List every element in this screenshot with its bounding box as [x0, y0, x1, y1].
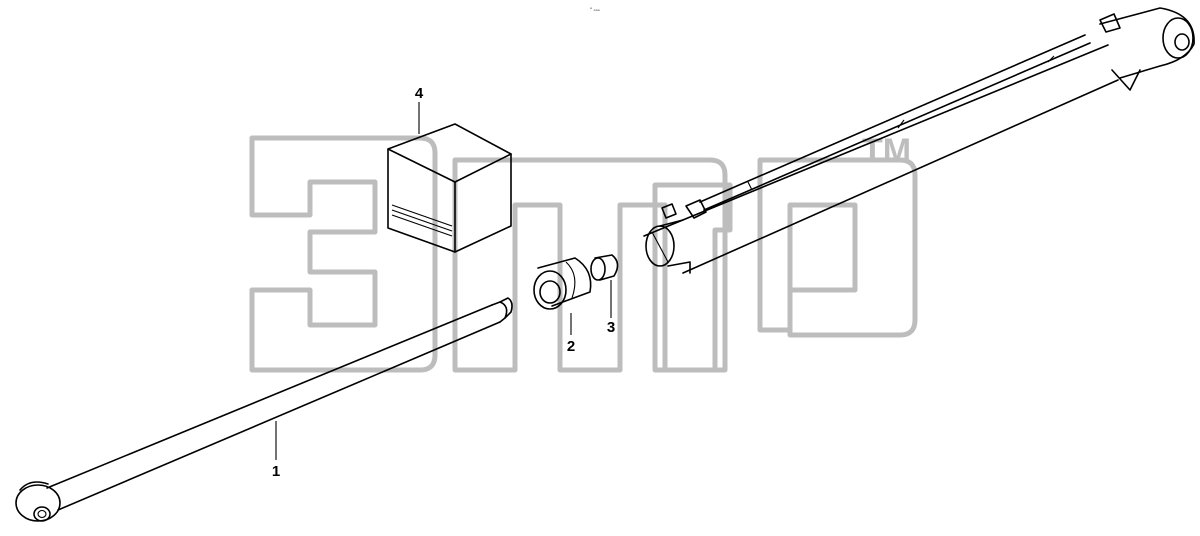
watermark-logo: TM [249, 132, 918, 373]
watermark-letter-3 [249, 135, 438, 373]
drawing-code: ᵒ ₒₒₒ [590, 7, 600, 13]
part-3-seal [590, 254, 619, 281]
watermark-letter-m [452, 157, 728, 373]
cylinder-barrel [643, 7, 1195, 274]
watermark-letter-c [757, 157, 918, 338]
part-1-piston-rod [15, 297, 513, 522]
callout-part-1: 1 [272, 463, 280, 480]
callout-part-2: 2 [567, 338, 575, 355]
part-2-piston [533, 257, 592, 310]
watermark-letter-p [652, 182, 733, 373]
callout-part-3: 3 [607, 319, 615, 336]
part-4-box [387, 123, 512, 253]
leader-lines [275, 102, 612, 460]
callout-part-4: 4 [415, 85, 424, 102]
